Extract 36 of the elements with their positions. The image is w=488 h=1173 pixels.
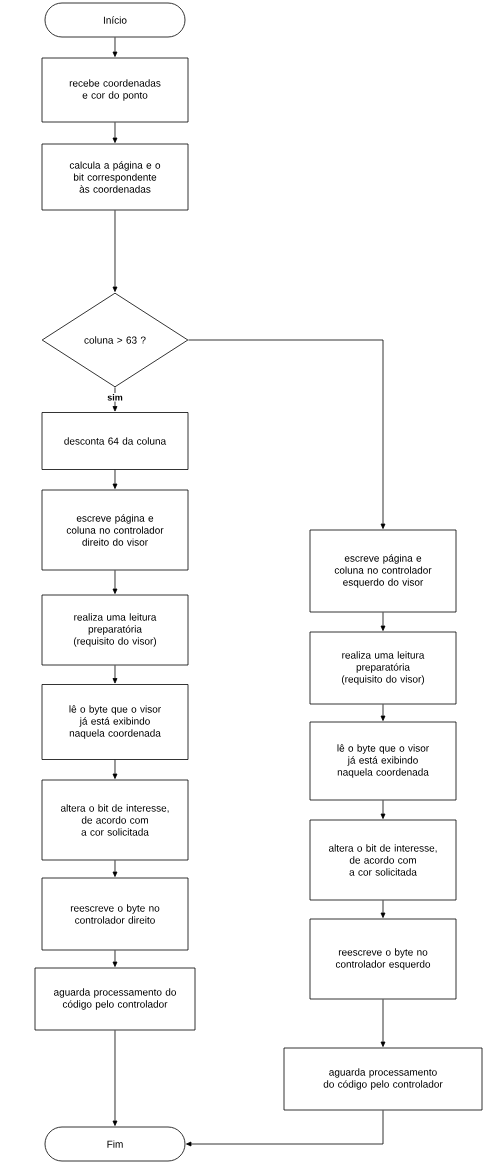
arrow	[380, 999, 386, 1047]
process-box: altera o bit de interesse, de acordo com a cor solicitada	[41, 779, 189, 861]
process-box: aguarda processamento do código pelo controlador	[283, 1047, 483, 1111]
arrow	[112, 860, 118, 877]
arrow	[112, 1030, 118, 1126]
process-box: reescreve o byte no controlador esquerdo	[309, 918, 457, 1000]
arrow	[112, 570, 118, 594]
arrow	[380, 704, 386, 721]
arrow	[112, 759, 118, 779]
process-box: aguarda processamento do código pelo controlador	[34, 967, 196, 1031]
process-box: lê o byte que o visor já está exibindo naquela coordenada	[309, 721, 457, 801]
process-box: lê o byte que o visor já está exibindo naquela coordenada	[41, 684, 189, 760]
process-box: altera o bit de interesse, de acordo com a cor solicitada	[309, 819, 457, 901]
arrow	[186, 1110, 384, 1147]
arrow	[380, 900, 386, 918]
process-box: realiza uma leitura preparatória (requisito do visor)	[309, 631, 457, 705]
arrow	[188, 339, 386, 529]
arrow	[112, 122, 118, 143]
arrow	[112, 950, 118, 967]
process-box: escreve página e coluna no controlador direito do visor	[41, 489, 189, 571]
process-box: escreve página e coluna no controlador esquerdo do visor	[309, 529, 457, 613]
process-box: realiza uma leitura preparatória (requisito do visor)	[41, 594, 189, 666]
arrow	[380, 612, 386, 631]
arrow	[112, 37, 118, 57]
process-box: reescreve o byte no controlador direito	[41, 877, 189, 951]
arrow	[380, 800, 386, 819]
arrow	[112, 210, 118, 292]
terminator: Fim	[44, 1126, 186, 1162]
process-box: desconta 64 da coluna	[41, 412, 189, 470]
arrow	[112, 665, 118, 684]
process-box: recebe coordenadas e cor do ponto	[41, 57, 189, 123]
edge-label: sim	[106, 393, 124, 402]
arrow	[112, 469, 118, 489]
process-box: calcula a página e o bit correspondente às coordenadas	[41, 143, 189, 211]
arrow	[112, 387, 118, 412]
terminator: Início	[44, 2, 186, 38]
